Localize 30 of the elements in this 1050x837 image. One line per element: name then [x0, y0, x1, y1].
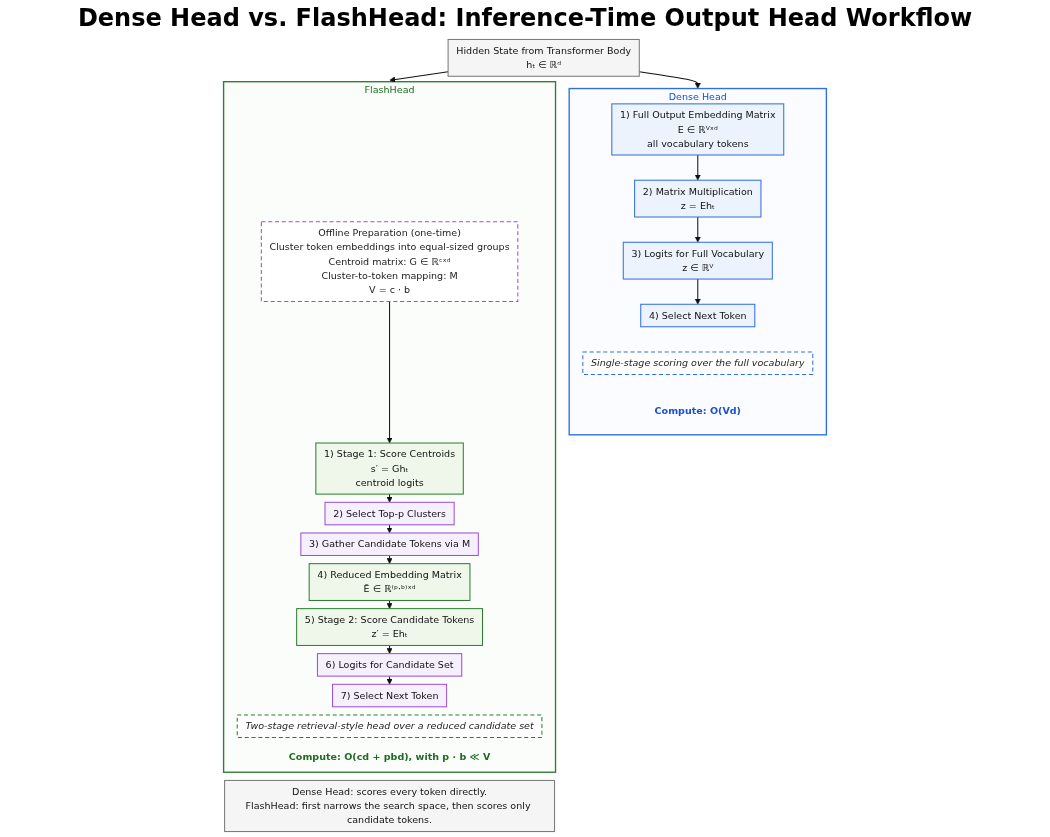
- arrow: [386, 675, 393, 685]
- node-box: 1) Stage 1: Score Centroids s′ = Ghₜ centroid logits: [315, 442, 464, 495]
- node-box: 2) Matrix Multiplication z = Ehₜ: [634, 179, 762, 218]
- node-box: 4) Select Next Token: [640, 303, 756, 328]
- arrow: [389, 71, 449, 83]
- arrow: [386, 599, 393, 609]
- node-box: 3) Logits for Full Vocabulary z ∈ ℝⱽ: [622, 241, 773, 280]
- node-text: Compute: O(Vd): [654, 405, 741, 417]
- arrow: [386, 554, 393, 564]
- diagram-title: Dense Head vs. FlashHead: Inference-Time Output Head Workflow: [77, 4, 973, 32]
- node-box: 1) Full Output Embedding Matrix E ∈ ℝⱽˣᵈ all vocabulary tokens: [611, 103, 785, 156]
- node-text: Compute: O(cd + pbd), with p · b ≪ V: [288, 751, 491, 763]
- node-box: 6) Logits for Candidate Set: [316, 653, 463, 677]
- arrow: [386, 301, 393, 444]
- arrow: [694, 154, 701, 181]
- node-box: Single-stage scoring over the full vocabulary: [582, 351, 814, 375]
- arrow: [386, 493, 393, 503]
- node-box: 4) Reduced Embedding Matrix Ē ∈ ℝ⁽ᵖ·ᵇ⁾ˣᵈ: [308, 563, 471, 601]
- arrow: [694, 216, 701, 243]
- node-box: 2) Select Top-p Clusters: [324, 501, 455, 526]
- arrow: [694, 278, 701, 305]
- node-box: 7) Select Next Token: [332, 683, 448, 708]
- node-box: Two-stage retrieval-style head over a reduced candidate set: [236, 714, 543, 738]
- node-box: Hidden State from Transformer Body hₜ ∈ ℝᵈ: [447, 38, 640, 77]
- arrow: [386, 644, 393, 654]
- node-box: 3) Gather Candidate Tokens via M: [300, 532, 479, 556]
- node-box: Dense Head: scores every token directly. FlashHead: first narrows the search space, then scores only candidate tokens.: [224, 779, 556, 833]
- arrow: [386, 524, 393, 534]
- node-box: 5) Stage 2: Score Candidate Tokens z′ = Ehₜ: [296, 608, 483, 646]
- node-box: Offline Preparation (one-time) Cluster token embeddings into equal-sized groups Centroid matrix: G ∈ ℝᶜˣᵈ Cluster-to-token mapping: M V = c · b: [260, 221, 519, 303]
